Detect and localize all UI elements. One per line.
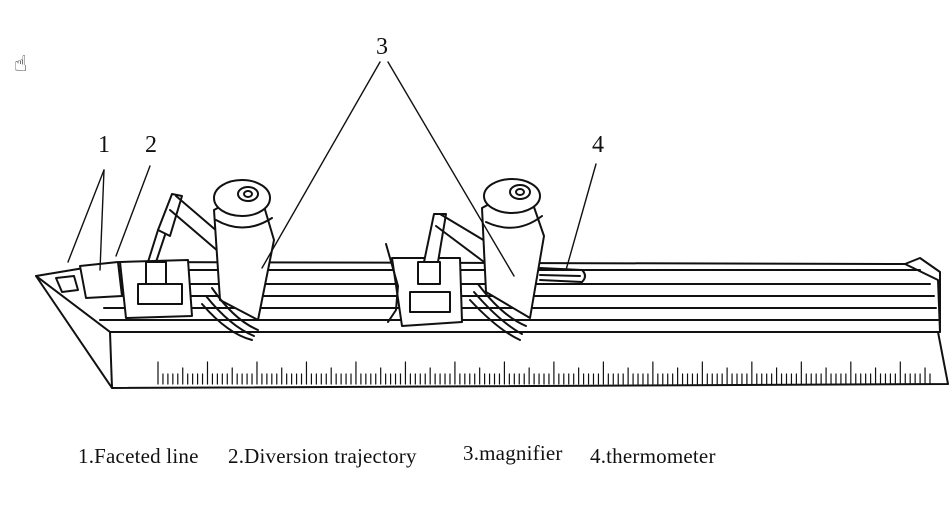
callout-4: 4: [592, 132, 604, 158]
legend-item-magnifier: 3.magnifier: [463, 441, 563, 465]
legend-item-faceted-line: 1.Faceted line: [78, 444, 199, 468]
legend-item-thermometer: 4.thermometer: [590, 444, 716, 468]
callout-3: 3: [376, 34, 388, 60]
leader-lines: [67, 61, 597, 277]
callout-2: 2: [145, 132, 157, 158]
magnifier-right-arm: [423, 213, 491, 263]
legend-caption: 1.Faceted line 2.Diversion trajectory 3.…: [78, 441, 938, 476]
callout-1: 1: [98, 132, 110, 158]
magnifier-left: [201, 179, 275, 341]
carriage-middle: [385, 243, 463, 327]
bench-left-bevel: [35, 275, 113, 389]
scale-ticks: [157, 361, 931, 385]
carriage-left: [79, 229, 193, 319]
faceted-line-notch: [55, 275, 79, 293]
magnifier-right: [469, 178, 545, 341]
hand-cursor-icon: ☝: [14, 52, 28, 77]
bench-right-end: [904, 257, 941, 333]
legend-item-diversion-trajectory: 2.Diversion trajectory: [228, 444, 417, 468]
thermometer: [539, 267, 586, 283]
